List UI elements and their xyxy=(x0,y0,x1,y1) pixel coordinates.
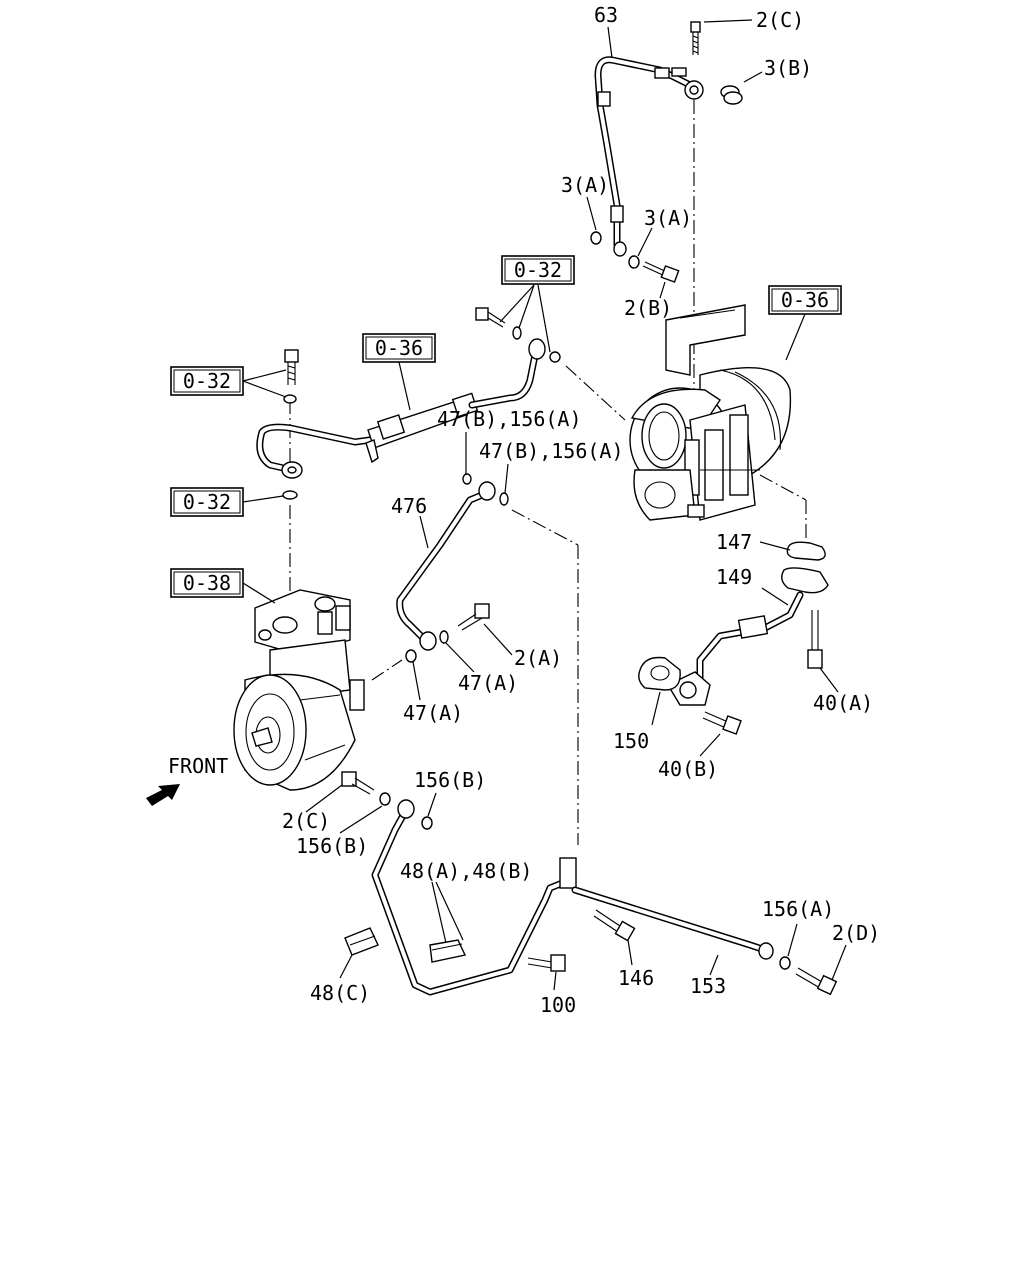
ref-box-0-36-hose[interactable]: 0-36 xyxy=(362,333,436,363)
callout-47a-right: 47(A) xyxy=(458,671,518,695)
ref-box-0-32-left-upper[interactable]: 0-32 xyxy=(170,366,244,396)
bolt-hose-top xyxy=(475,307,506,328)
leader-lines xyxy=(242,19,847,991)
callout-2d: 2(D) xyxy=(832,921,880,945)
front-arrow-icon xyxy=(146,784,180,806)
callout-149: 149 xyxy=(716,565,752,589)
bolt-left-top xyxy=(284,349,299,385)
callout-40a: 40(A) xyxy=(813,691,873,715)
ref-box-label: 0-32 xyxy=(183,369,231,393)
ref-box-label: 0-36 xyxy=(781,288,829,312)
washers-0-32 xyxy=(282,326,561,500)
oil-pipe-476 xyxy=(396,473,509,663)
callout-2b: 2(B) xyxy=(624,296,672,320)
callout-156b-left: 156(B) xyxy=(296,834,368,858)
ref-box-0-36-turbo[interactable]: 0-36 xyxy=(768,285,842,315)
clamp-48ab xyxy=(429,939,467,963)
callout-156b-right: 156(B) xyxy=(414,768,486,792)
callout-3a-right: 3(A) xyxy=(644,206,692,230)
washers-3b xyxy=(720,85,743,105)
callout-147: 147 xyxy=(716,530,752,554)
callout-3a-left: 3(A) xyxy=(561,173,609,197)
callout-153: 153 xyxy=(690,974,726,998)
bolt-2b xyxy=(642,261,680,283)
callout-156a-lower: 156(A) xyxy=(762,897,834,921)
bolt-2a xyxy=(457,603,490,631)
bolt-2c-lower xyxy=(341,771,375,795)
air-compressor xyxy=(233,589,365,791)
oil-pipe-lower xyxy=(371,799,577,996)
gasket-147 xyxy=(786,541,826,561)
bolt-40b xyxy=(702,711,742,735)
callout-47b-156a-lower: 47(B),156(A) xyxy=(479,439,624,463)
bolt-100 xyxy=(527,954,566,972)
oil-feed-pipe-63 xyxy=(594,56,704,257)
callout-2c-top: 2(C) xyxy=(756,8,804,32)
gasket-150 xyxy=(638,656,681,691)
callout-63: 63 xyxy=(594,3,618,27)
callout-150: 150 xyxy=(613,729,649,753)
callout-48ab: 48(A),48(B) xyxy=(400,859,532,883)
callout-47a-left: 47(A) xyxy=(403,701,463,725)
ref-box-0-32-left-lower[interactable]: 0-32 xyxy=(170,487,244,517)
pipe-153 xyxy=(571,886,774,960)
bolt-2c-top xyxy=(690,21,701,55)
washers-3a xyxy=(590,231,640,269)
ref-box-0-32-top[interactable]: 0-32 xyxy=(501,255,575,285)
ref-box-label: 0-38 xyxy=(183,571,231,595)
washers-156b xyxy=(379,792,433,830)
callout-48c: 48(C) xyxy=(310,981,370,1005)
ref-box-0-38-compressor[interactable]: 0-38 xyxy=(170,568,244,598)
callout-2c-lower: 2(C) xyxy=(282,809,330,833)
oil-drain-pipe-149 xyxy=(667,567,829,706)
bolt-146 xyxy=(593,909,636,942)
washer-156a-lower xyxy=(779,956,791,970)
bolt-40a xyxy=(807,610,823,669)
callout-146: 146 xyxy=(618,966,654,990)
callout-3b: 3(B) xyxy=(764,56,812,80)
callout-2a: 2(A) xyxy=(514,646,562,670)
callout-47b-156a-upper: 47(B),156(A) xyxy=(437,407,582,431)
front-label: FRONT xyxy=(168,754,228,778)
callout-100: 100 xyxy=(540,993,576,1017)
air-hose-assembly xyxy=(256,338,546,479)
clip-48c xyxy=(344,927,379,956)
callout-40b: 40(B) xyxy=(658,757,718,781)
turbocharger xyxy=(629,304,792,521)
ref-box-label: 0-36 xyxy=(375,336,423,360)
ref-box-label: 0-32 xyxy=(514,258,562,282)
callout-476: 476 xyxy=(391,494,427,518)
callout-labels: 63 2(C) 3(B) 3(A) 3(A) 2(B) 47(B),156(A)… xyxy=(282,3,880,1017)
bolt-2d xyxy=(795,967,838,996)
ref-box-label: 0-32 xyxy=(183,490,231,514)
